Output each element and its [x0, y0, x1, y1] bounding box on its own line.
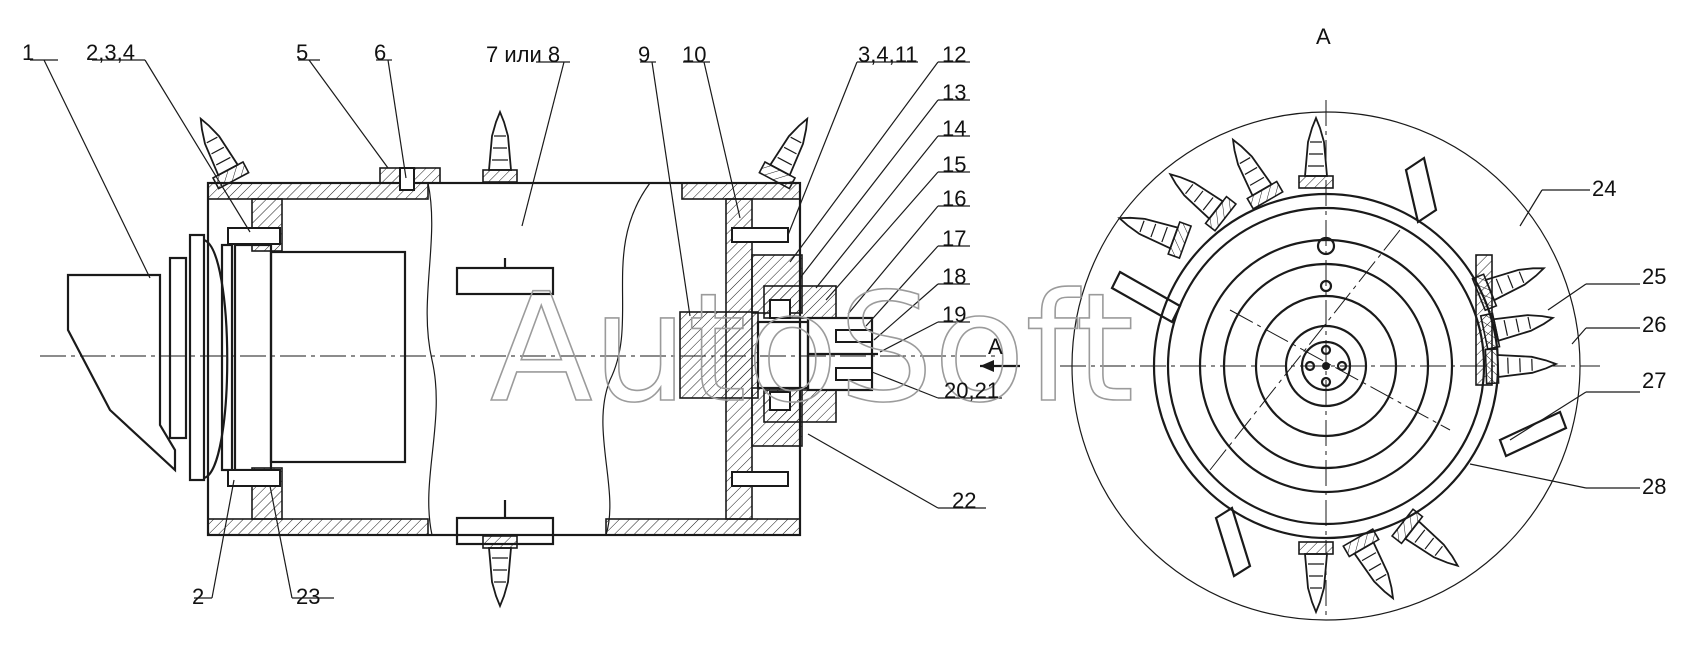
end-bolt-top [835, 329, 873, 343]
pick-base-plate [1475, 254, 1493, 386]
callout-6: 6 [374, 40, 386, 65]
bolt-left-bottom [227, 469, 281, 487]
end-bolt-bottom [835, 367, 873, 381]
flange-curve [203, 238, 229, 480]
leader-lines [30, 59, 1640, 599]
callout-13: 13 [942, 80, 966, 105]
callout-7-8: 7 или 8 [486, 42, 560, 67]
mount-flange [188, 233, 206, 482]
callout-23: 23 [296, 584, 320, 609]
watermark: AutoSoft [490, 262, 1134, 436]
break-line-left [426, 182, 437, 536]
bearing-bottom [769, 391, 791, 411]
callout-18: 18 [942, 264, 966, 289]
shell-wall-bottom-left [207, 518, 429, 536]
callout-24: 24 [1592, 176, 1616, 201]
callout-2: 2 [192, 584, 204, 609]
callout-27: 27 [1642, 368, 1666, 393]
gearbox-body [66, 273, 177, 473]
callout-16: 16 [942, 186, 966, 211]
callout-2-3-4: 2,3,4 [86, 40, 135, 65]
bolt-right-bottom [731, 471, 789, 487]
callout-28: 28 [1642, 474, 1666, 499]
vane-top [1404, 156, 1438, 224]
callout-1: 1 [22, 40, 34, 65]
vane-right [1498, 410, 1568, 458]
view-a-label: А [1316, 24, 1331, 49]
drum-shell-outline [206, 181, 802, 537]
callout-19: 19 [942, 302, 966, 327]
break-line-right [602, 182, 651, 536]
shell-wall-bottom-right [605, 518, 801, 536]
callout-labels: 1 2,3,4 5 6 7 или 8 9 10 3,4,11 12 13 14… [22, 24, 1666, 609]
motor-shaft-block [269, 250, 407, 464]
vane-bottom [1214, 506, 1252, 578]
callout-5: 5 [296, 40, 308, 65]
callout-26: 26 [1642, 312, 1666, 337]
bearing-top [769, 299, 791, 319]
callout-3-4-11: 3,4,11 [858, 42, 918, 67]
bolt-right-top [731, 227, 789, 243]
shaft-journal [756, 320, 810, 390]
callout-14: 14 [942, 116, 966, 141]
callout-17: 17 [942, 226, 966, 251]
view-a [1060, 100, 1600, 621]
mount-flange-outer [168, 256, 188, 440]
callout-12: 12 [942, 42, 966, 67]
callout-20-21: 20,21 [944, 378, 999, 403]
vane-left [1110, 270, 1182, 324]
callout-9: 9 [638, 42, 650, 67]
section-arrow-label: А [988, 334, 1003, 359]
bolt-left-top [227, 227, 281, 245]
inner-bearing-housing [233, 243, 273, 472]
section-view [40, 109, 1020, 607]
callout-15: 15 [942, 152, 966, 177]
callout-10: 10 [682, 42, 706, 67]
callout-25: 25 [1642, 264, 1666, 289]
shell-wall-top-left [207, 182, 429, 200]
callout-22: 22 [952, 488, 976, 513]
